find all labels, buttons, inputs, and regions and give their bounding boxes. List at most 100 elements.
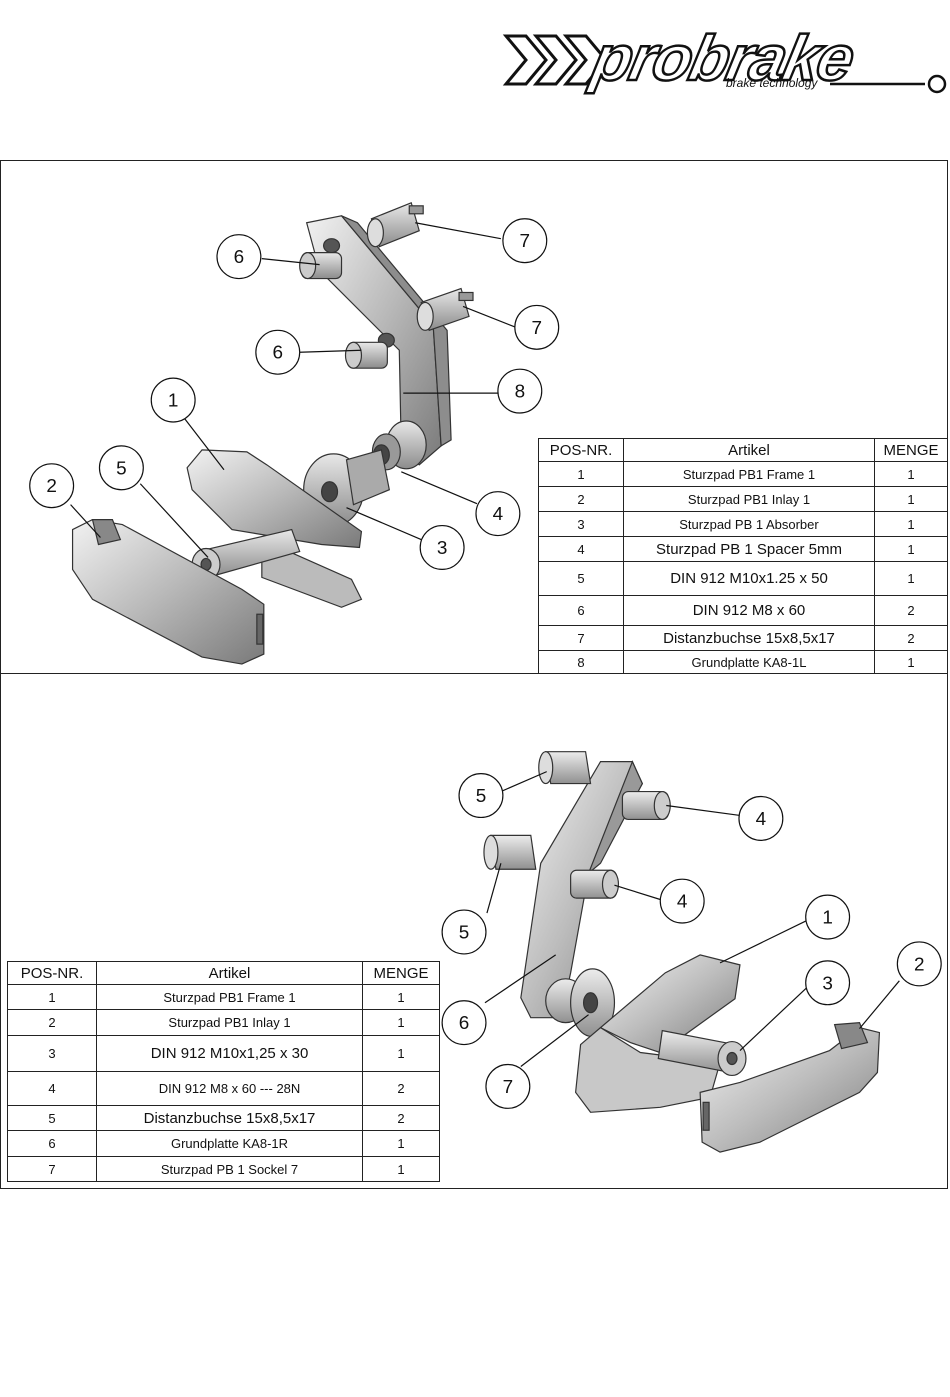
brand-name: probrake (584, 22, 860, 94)
table-cell: Distanzbuchse 15x8,5x17 (623, 625, 875, 651)
table-cell: DIN 912 M10x1.25 x 50 (623, 561, 875, 596)
svg-text:5: 5 (476, 786, 487, 807)
table-cell: 1 (362, 1156, 440, 1182)
right-assembly-panel: 5 4 5 4 1 3 2 6 7 POS-NR. Artikel MENGE … (0, 673, 948, 1189)
callout-6b: 6 (255, 329, 301, 375)
callout-6: 6 (441, 1000, 487, 1046)
callout-4: 4 (475, 491, 521, 537)
table-cell: Grundplatte KA8-1R (96, 1130, 363, 1157)
table-cell: 1 (7, 984, 97, 1010)
header-artikel: Artikel (623, 438, 875, 462)
table-header-row: POS-NR. Artikel MENGE (7, 961, 440, 985)
table-cell: 1 (874, 650, 948, 674)
sturzpad-frame-part (574, 954, 741, 1113)
table-cell: 6 (538, 595, 624, 626)
svg-text:7: 7 (520, 231, 531, 252)
header-pos: POS-NR. (538, 438, 624, 462)
table-cell: Distanzbuchse 15x8,5x17 (96, 1105, 363, 1131)
callout-8: 8 (497, 368, 543, 414)
table-cell: DIN 912 M10x1,25 x 30 (96, 1035, 363, 1072)
table-cell: Grundplatte KA8-1L (623, 650, 875, 674)
table-cell: 6 (7, 1130, 97, 1157)
callout-7a: 7 (502, 218, 548, 264)
table-cell: 1 (874, 461, 948, 487)
table-cell: 2 (7, 1009, 97, 1036)
spacer-bushing-parts (483, 751, 592, 870)
table-cell: Sturzpad PB 1 Spacer 5mm (623, 536, 875, 562)
svg-text:2: 2 (46, 476, 57, 497)
svg-text:1: 1 (822, 908, 833, 929)
table-cell: 2 (538, 486, 624, 512)
svg-text:8: 8 (515, 382, 526, 403)
table-cell: 3 (538, 511, 624, 537)
table-cell: 1 (874, 536, 948, 562)
sturzpad-frame-part (186, 449, 363, 608)
table-cell: 1 (362, 1009, 440, 1036)
probrake-logo: probrake brake technology (500, 20, 950, 102)
callout-leaders (484, 771, 900, 1067)
header-menge: MENGE (874, 438, 948, 462)
table-cell: 8 (538, 650, 624, 674)
brand-tagline: brake technology (726, 76, 818, 90)
table-cell: 1 (362, 1035, 440, 1072)
callout-6a: 6 (216, 234, 262, 280)
bolt-m10-part (657, 1029, 747, 1077)
header-pos: POS-NR. (7, 961, 97, 985)
callout-4b: 4 (659, 878, 705, 924)
table-cell: 1 (874, 511, 948, 537)
callout-7b: 7 (514, 304, 560, 350)
svg-text:3: 3 (437, 538, 448, 559)
table-cell: 5 (7, 1105, 97, 1131)
svg-text:5: 5 (116, 458, 127, 479)
table-cell: Sturzpad PB1 Inlay 1 (96, 1009, 363, 1036)
table-cell: 1 (538, 461, 624, 487)
header-artikel: Artikel (96, 961, 363, 985)
table-cell: 4 (538, 536, 624, 562)
table-cell: 5 (538, 561, 624, 596)
spacer-bushing-parts (366, 202, 474, 332)
table-cell: 7 (538, 625, 624, 651)
table-cell: DIN 912 M8 x 60 (623, 595, 875, 626)
table-cell: 2 (362, 1071, 440, 1106)
header-menge: MENGE (362, 961, 440, 985)
svg-text:6: 6 (459, 1013, 470, 1034)
callout-3: 3 (419, 524, 465, 571)
table-cell: 7 (7, 1156, 97, 1182)
table-cell: 2 (874, 625, 948, 651)
sturzpad-inlay-part (71, 518, 265, 665)
ring-icon (927, 74, 947, 94)
svg-text:1: 1 (168, 391, 179, 412)
table-cell: Sturzpad PB1 Inlay 1 (623, 486, 875, 512)
table-cell: 1 (362, 984, 440, 1010)
chevron-icon (502, 34, 608, 86)
table-cell: 2 (874, 595, 948, 626)
table-cell: 4 (7, 1071, 97, 1106)
svg-text:7: 7 (532, 318, 543, 339)
callout-1: 1 (150, 377, 196, 423)
left-assembly-panel: 6 7 6 7 8 1 5 2 4 3 POS-NR. Artikel MENG… (0, 160, 948, 674)
svg-text:5: 5 (459, 922, 470, 943)
svg-text:4: 4 (493, 504, 504, 525)
callout-5a: 5 (458, 773, 504, 819)
svg-text:6: 6 (234, 247, 245, 268)
svg-text:3: 3 (822, 973, 833, 994)
table-cell: Sturzpad PB 1 Absorber (623, 511, 875, 537)
table-cell: 1 (874, 561, 948, 596)
svg-text:7: 7 (503, 1077, 514, 1098)
table-cell: 1 (362, 1130, 440, 1157)
svg-text:2: 2 (914, 954, 925, 975)
left-assembly-drawing: 6 7 6 7 8 1 5 2 4 3 (29, 202, 560, 665)
svg-text:4: 4 (756, 809, 767, 830)
table-cell: 2 (362, 1105, 440, 1131)
bolt-parts (299, 252, 388, 369)
sturzpad-inlay-part (699, 1022, 881, 1153)
